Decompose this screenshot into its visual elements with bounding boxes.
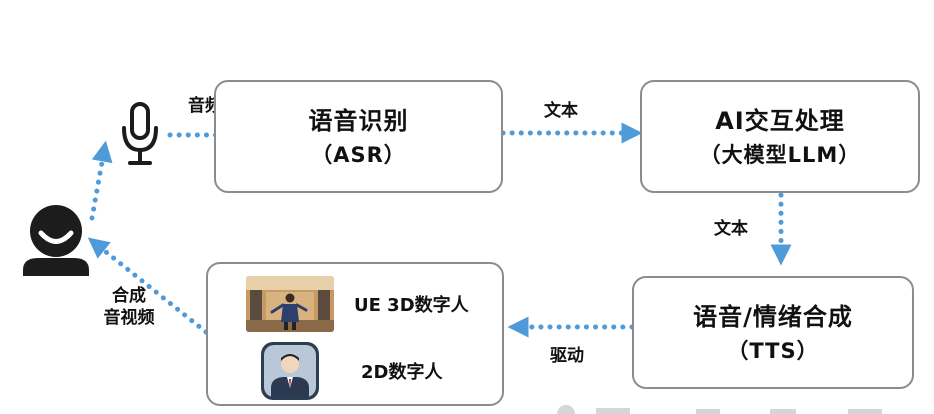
asr-subtitle: （ASR） <box>311 142 406 167</box>
llm-box: AI交互处理 （大模型LLM） <box>640 80 920 193</box>
tts-subtitle: （TTS） <box>727 338 819 363</box>
avatar-row-2d: 2D数字人 <box>246 342 442 400</box>
asr-box: 语音识别 （ASR） <box>214 80 503 193</box>
synth-av-label: 合成 音视频 <box>94 285 164 329</box>
synth-av-label-line2: 音视频 <box>103 308 155 328</box>
2d-avatar-label: 2D数字人 <box>361 362 443 383</box>
text-label-side: 文本 <box>714 219 748 239</box>
asr-title: 语音识别 <box>308 106 409 135</box>
3d-avatar-thumbnail <box>246 276 334 332</box>
tts-box: 语音/情绪合成 （TTS） <box>632 276 914 389</box>
watermark-fragment <box>557 405 882 414</box>
llm-title: AI交互处理 <box>715 106 845 135</box>
llm-subtitle: （大模型LLM） <box>699 142 861 167</box>
user-avatar-icon <box>23 205 89 276</box>
synth-av-label-line1: 合成 <box>112 286 146 306</box>
drive-label: 驱动 <box>550 346 584 366</box>
text-label-top: 文本 <box>544 101 578 121</box>
3d-avatar-label: UE 3D数字人 <box>354 295 469 316</box>
audio-label: 音频 <box>188 96 222 116</box>
avatars-to-user-arrow <box>87 237 209 335</box>
user-to-mic-arrow <box>89 140 113 221</box>
avatar-row-3d: UE 3D数字人 <box>246 276 469 332</box>
microphone-icon <box>122 102 158 165</box>
tts-title: 语音/情绪合成 <box>693 302 853 331</box>
digital-human-box: UE 3D数字人 2D数字人 <box>206 262 504 406</box>
2d-avatar-thumbnail <box>261 342 319 400</box>
